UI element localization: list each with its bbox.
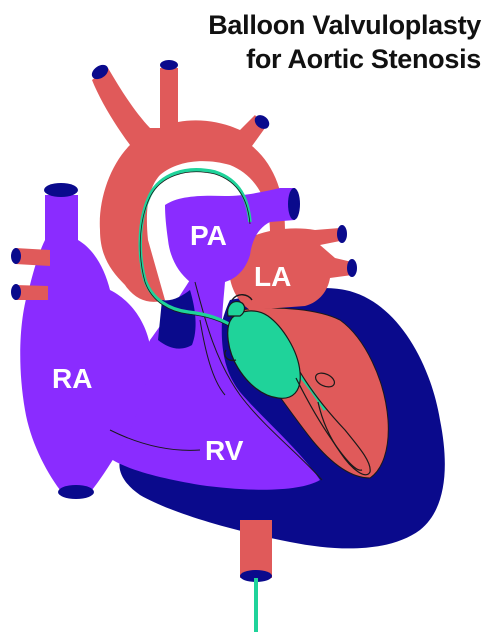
superior-vena-cava-end (44, 183, 78, 197)
pulmonary-artery-end (288, 188, 300, 220)
pulmonary-vein-end-3 (11, 248, 21, 264)
label-la: LA (254, 261, 291, 292)
label-ra: RA (52, 363, 92, 394)
label-rv: RV (205, 435, 244, 466)
pulmonary-vein-end-1 (337, 225, 347, 243)
carotid-end (160, 60, 178, 70)
pulmonary-vein-end-4 (11, 284, 21, 300)
inferior-vena-cava-end (58, 485, 94, 499)
descending-aorta (240, 520, 272, 578)
balloon-proximal-end (228, 302, 245, 316)
label-pa: PA (190, 220, 227, 251)
pulmonary-vein-end-2 (347, 259, 357, 277)
